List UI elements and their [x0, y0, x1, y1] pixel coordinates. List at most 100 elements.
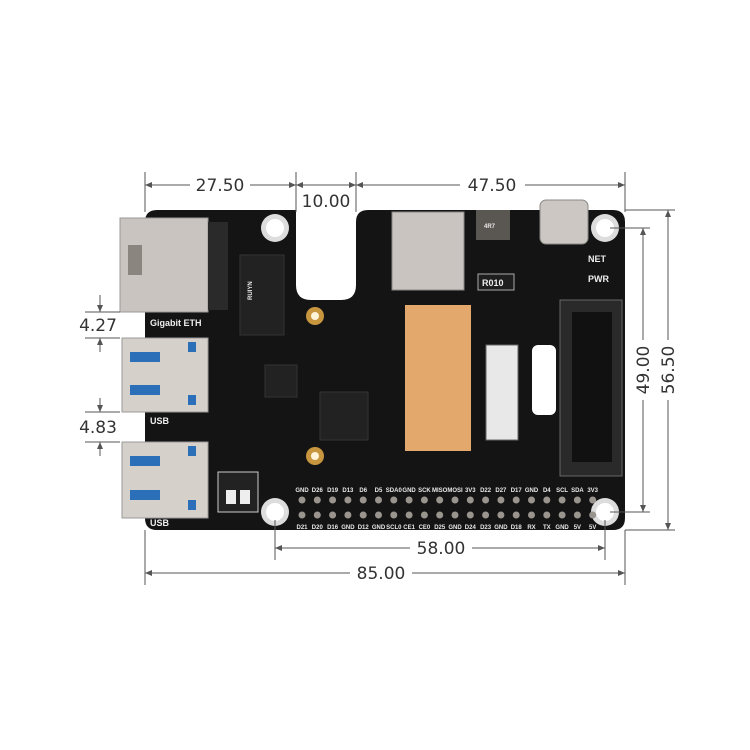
- gpio-label-top: GND: [295, 488, 309, 494]
- gpio-label-bottom: GND: [341, 525, 355, 531]
- gpio-pin-top-3: [329, 496, 337, 504]
- gpio-label-top: SCK: [418, 488, 431, 494]
- gpio-label-bottom: D20: [312, 525, 324, 531]
- sim-card-slot: [391, 211, 465, 291]
- gpio-label-top: MOSI: [447, 488, 463, 494]
- gpio-label-top: D6: [359, 488, 367, 494]
- usb-port-2: [121, 441, 209, 519]
- gpio-label-bottom: GND: [555, 525, 569, 531]
- dimension-lines: [85, 172, 675, 585]
- usb-c-port: [539, 199, 589, 245]
- gpio-label-bottom: CE1: [403, 525, 415, 531]
- gpio-pin-bottom-14: [497, 511, 505, 519]
- dim-47-50: 47.50: [468, 176, 517, 196]
- gpio-pin-top-14: [497, 496, 505, 504]
- gpio-pin-bottom-11: [451, 511, 459, 519]
- gpio-pin-top-13: [482, 496, 490, 504]
- gpio-label-bottom: D25: [434, 525, 446, 531]
- gpio-pin-top-18: [558, 496, 566, 504]
- gpio-pin-bottom-3: [329, 511, 337, 519]
- gpio-label-bottom: D21: [296, 525, 308, 531]
- pwr-led-label: PWR: [588, 274, 609, 284]
- eth-label: Gigabit ETH: [150, 318, 202, 328]
- gpio-pin-bottom-19: [573, 511, 581, 519]
- usb-hub-chip: [264, 364, 298, 398]
- usb1-label: USB: [150, 416, 170, 426]
- dim-27-50: 27.50: [196, 176, 245, 196]
- dim-4-83: 4.83: [79, 418, 117, 438]
- gpio-label-bottom: D16: [327, 525, 339, 531]
- gpio-pin-top-9: [420, 496, 428, 504]
- gpio-pin-bottom-20: [589, 511, 597, 519]
- gpio-label-top: MISO: [432, 488, 448, 494]
- gpio-label-bottom: D18: [511, 525, 523, 531]
- gpio-pin-top-17: [543, 496, 551, 504]
- gpio-label-top: 3V3: [587, 488, 598, 494]
- gpio-pin-bottom-16: [528, 511, 535, 519]
- gpio-label-top: SDA: [571, 488, 584, 494]
- gpio-label-top: D27: [495, 488, 507, 494]
- dim-4-27: 4.27: [79, 316, 117, 336]
- standoff-holes: [306, 307, 324, 465]
- gpio-pin-bottom-18: [558, 511, 566, 519]
- usb2-label: USB: [150, 518, 170, 528]
- gpio-pin-top-12: [466, 496, 474, 504]
- gpio-label-top: GND: [525, 488, 539, 494]
- dimension-arrows: [97, 182, 671, 576]
- gpio-label-top: D19: [327, 488, 339, 494]
- gpio-pin-bottom-8: [405, 511, 413, 519]
- gpio-pin-top-5: [359, 496, 367, 504]
- gpio-pin-bottom-9: [420, 511, 428, 519]
- gpio-pin-top-16: [528, 496, 535, 504]
- gpio-pin-bottom-13: [482, 511, 490, 519]
- dim-58-00: 58.00: [417, 539, 466, 559]
- board-slot: [532, 345, 556, 415]
- gpio-label-top: D13: [342, 488, 354, 494]
- gpio-pin-top-8: [405, 496, 413, 504]
- gpio-pin-bottom-4: [344, 511, 352, 519]
- dip-switch: [217, 471, 259, 513]
- gpio-pin-bottom-12: [466, 511, 474, 519]
- gpio-pin-bottom-10: [436, 511, 444, 519]
- gpio-label-bottom: D24: [465, 525, 477, 531]
- gpio-pin-top-20: [589, 496, 597, 504]
- gpio-header: GNDD21D26D20D19D16D13GNDD6D12D5GNDSDA0SC…: [295, 488, 598, 531]
- gpio-label-top: D4: [543, 488, 551, 494]
- gpio-label-bottom: CE0: [419, 525, 431, 531]
- dim-10-00: 10.00: [302, 192, 351, 212]
- gpio-pin-top-15: [512, 496, 520, 504]
- gpio-pin-bottom-1: [298, 511, 306, 519]
- gpio-label-top: SCL: [556, 488, 568, 494]
- resistor-label: R010: [482, 278, 504, 288]
- gpio-label-top: GND: [402, 488, 416, 494]
- gpio-label-top: SDA0: [386, 488, 403, 494]
- ethernet-port: [119, 217, 228, 313]
- inductor: [476, 210, 510, 240]
- gpio-pin-top-7: [390, 496, 398, 504]
- gpio-label-bottom: GND: [494, 525, 508, 531]
- gpio-label-bottom: 5V: [574, 525, 581, 531]
- gpio-pin-top-10: [436, 496, 444, 504]
- dim-49-00: 49.00: [634, 346, 654, 395]
- gpio-label-bottom: D23: [480, 525, 492, 531]
- gpio-pin-bottom-2: [313, 511, 321, 519]
- gpio-label-bottom: GND: [372, 525, 386, 531]
- gpio-label-bottom: 5V: [589, 525, 596, 531]
- gpio-pin-bottom-5: [359, 511, 367, 519]
- gpio-pin-top-19: [573, 496, 581, 504]
- gpio-pin-bottom-6: [375, 511, 382, 519]
- gpio-label-top: D17: [511, 488, 523, 494]
- gpio-pin-top-6: [375, 496, 382, 504]
- gpio-pin-top-2: [313, 496, 321, 504]
- gpio-label-top: D26: [312, 488, 324, 494]
- gpio-label-top: 3V3: [465, 488, 476, 494]
- gpio-pin-bottom-7: [390, 511, 398, 519]
- main-chip: [319, 391, 369, 441]
- chip-label: RUIYN: [248, 281, 254, 300]
- mounting-holes: [261, 214, 619, 526]
- gpio-label-bottom: GND: [448, 525, 462, 531]
- ethernet-chip: [239, 254, 285, 336]
- gpio-pin-top-11: [451, 496, 459, 504]
- gpio-pin-bottom-17: [543, 511, 551, 519]
